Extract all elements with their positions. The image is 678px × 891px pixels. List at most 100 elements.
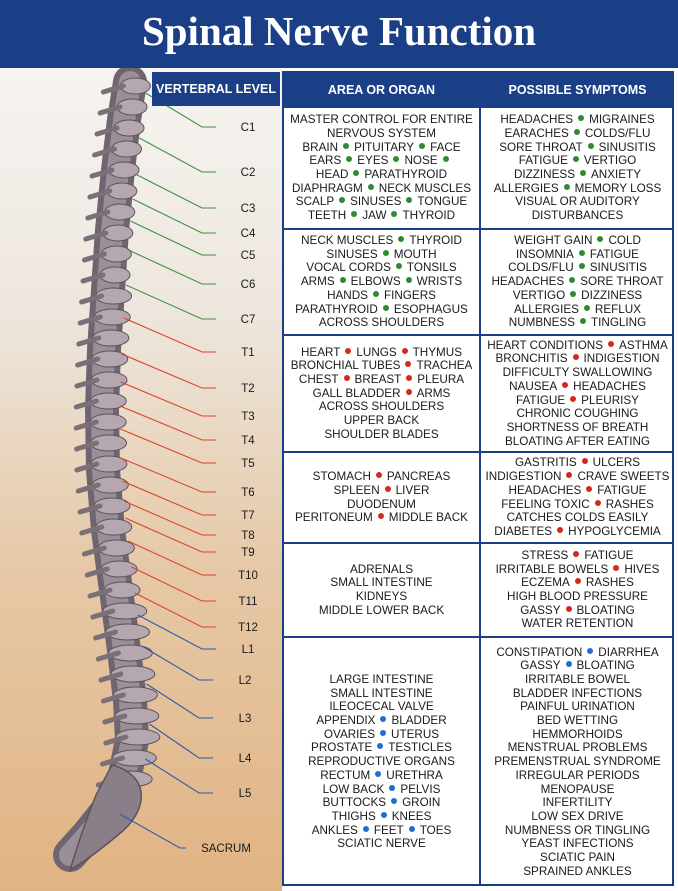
spinous-process-shape <box>74 440 100 452</box>
leader-line-t7 <box>122 480 216 516</box>
vertebra-shape <box>115 728 161 746</box>
bullet-dot-icon <box>419 142 426 149</box>
symptom-entry: BED WETTING <box>537 714 618 728</box>
entry-text: DIAPHRAGM <box>291 181 363 195</box>
entry-text: LUNGS <box>356 345 397 359</box>
entry-text: THIGHS <box>331 809 376 823</box>
area-entry: DUODENUM <box>347 498 416 512</box>
entry-text: HEMMORHOIDS <box>532 727 623 741</box>
bullet-dot-icon <box>346 156 353 163</box>
spinous-process-shape <box>89 167 115 179</box>
entry-text: SHORTNESS OF BREATH <box>506 420 649 434</box>
spinous-process-shape <box>87 188 113 200</box>
area-entry: MASTER CONTROL FOR ENTIRE <box>290 113 473 127</box>
level-label-c4: C4 <box>241 228 256 240</box>
entry-text: PARATHYROID <box>364 168 448 181</box>
level-label-c3: C3 <box>241 203 256 215</box>
level-label-t7: T7 <box>241 510 254 522</box>
bullet-dot-icon <box>405 277 412 284</box>
entry-text: INFERTILITY <box>542 796 613 810</box>
entry-text: YEAST INFECTIONS <box>521 837 634 851</box>
entry-text: FATIGUE <box>516 393 566 407</box>
spinous-process-shape <box>84 566 110 578</box>
entry-text: LARGE INTESTINE <box>329 672 434 686</box>
entry-text: ANKLES <box>311 823 358 837</box>
entry-text: BRAIN <box>302 140 339 154</box>
level-label-t6: T6 <box>241 487 254 499</box>
entry-text: FEELING TOXIC <box>501 497 590 511</box>
level-label-t3: T3 <box>241 411 254 423</box>
entry-text: THYROID <box>409 234 462 248</box>
leader-line-c7 <box>125 284 216 320</box>
bullet-dot-icon <box>391 211 398 218</box>
spinous-process-shape <box>94 125 120 137</box>
entry-text: CHRONIC COUGHING <box>516 407 639 421</box>
bullet-dot-icon <box>557 526 564 533</box>
symptom-entry: VISUAL OR AUDITORY <box>515 195 640 209</box>
bullet-dot-icon <box>377 513 384 520</box>
entry-text: URETHRA <box>386 768 443 782</box>
level-label-t10: T10 <box>238 570 258 582</box>
area-entry: MIDDLE LOWER BACK <box>319 604 444 618</box>
spine-illustration <box>53 68 161 872</box>
leader-line-t8 <box>123 500 216 536</box>
level-label-t1: T1 <box>241 347 254 359</box>
row-separator <box>284 228 672 230</box>
leader-line-l3 <box>146 683 213 719</box>
area-entry: ACROSS SHOULDERS <box>319 400 444 414</box>
symptom-entry: IRRITABLE BOWEL <box>525 673 630 687</box>
bullet-dot-icon <box>377 743 384 750</box>
entry-text: PARATHYROID <box>295 302 378 316</box>
area-entry: LARGE INTESTINE <box>330 673 434 687</box>
entry-text: SORE THROAT <box>499 140 583 154</box>
entry-text: INDIGESTION <box>583 352 660 366</box>
entry-text: HIGH BLOOD PRESSURE <box>507 590 648 603</box>
symptom-entry: BLOATING AFTER EATING <box>505 435 650 449</box>
leader-line-t6 <box>120 457 216 493</box>
row-separator <box>284 451 672 453</box>
spinous-process-shape <box>73 398 99 410</box>
spinous-process-shape <box>103 734 129 746</box>
bullet-dot-icon <box>586 485 593 492</box>
entry-text: DIFFICULTY SWALLOWING <box>502 366 653 380</box>
leader-line-t9 <box>125 517 216 553</box>
nerve-leader-lines <box>119 92 216 849</box>
entry-text: MASTER CONTROL FOR ENTIRE <box>290 113 473 127</box>
symptom-entry: BLADDER INFECTIONS <box>513 687 642 701</box>
column-divider <box>479 73 481 886</box>
vertebra-shape <box>112 686 158 704</box>
bullet-dot-icon <box>578 263 585 270</box>
level-label-c1: C1 <box>241 122 256 134</box>
entry-text: SCIATIC NERVE <box>337 837 426 851</box>
entry-text: WATER RETENTION <box>521 617 634 631</box>
sacrum-shape <box>68 764 142 872</box>
bullet-dot-icon <box>587 142 594 149</box>
spinous-process-shape <box>80 272 106 284</box>
entry-text: VERTIGO <box>512 288 566 302</box>
entry-text: DUODENUM <box>347 497 416 511</box>
area-entry: ILEOCECAL VALVE <box>329 700 433 714</box>
spinous-process-shape <box>93 629 119 641</box>
entry-text: BED WETTING <box>536 714 619 728</box>
level-label-t12: T12 <box>238 622 258 634</box>
leader-line-l2 <box>141 645 213 681</box>
bullet-dot-icon <box>406 374 413 381</box>
symptom-entry: PREMENSTRUAL SYNDROME <box>494 755 660 769</box>
bullet-dot-icon <box>398 236 405 243</box>
row-separator <box>284 542 672 544</box>
entry-text: LIVER <box>395 483 430 497</box>
